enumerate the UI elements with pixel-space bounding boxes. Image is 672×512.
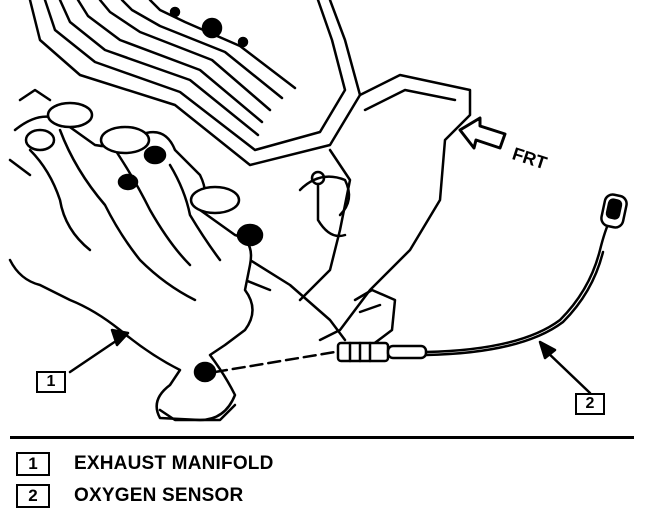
legend-number: 2 [16,484,50,508]
leader-arrow-2 [538,340,557,360]
legend-divider [10,436,634,439]
callout-2: 2 [575,393,605,415]
oxygen-sensor [213,193,628,374]
legend-number: 1 [16,452,50,476]
callout-1: 1 [36,371,66,393]
legend-label: EXHAUST MANIFOLD [74,453,274,474]
exhaust-manifold [8,88,264,422]
frt-label: FRT [510,144,549,174]
legend-label: OXYGEN SENSOR [74,485,244,506]
leader-line-2 [543,348,592,395]
engine-illustration: FRT [8,0,628,422]
legend-item: 2 OXYGEN SENSOR [16,483,243,509]
engine-block [198,73,472,347]
valve-cover [28,0,362,167]
leader-arrow-1 [110,328,130,347]
legend-item: 1 EXHAUST MANIFOLD [16,451,274,477]
front-arrow [458,116,507,150]
